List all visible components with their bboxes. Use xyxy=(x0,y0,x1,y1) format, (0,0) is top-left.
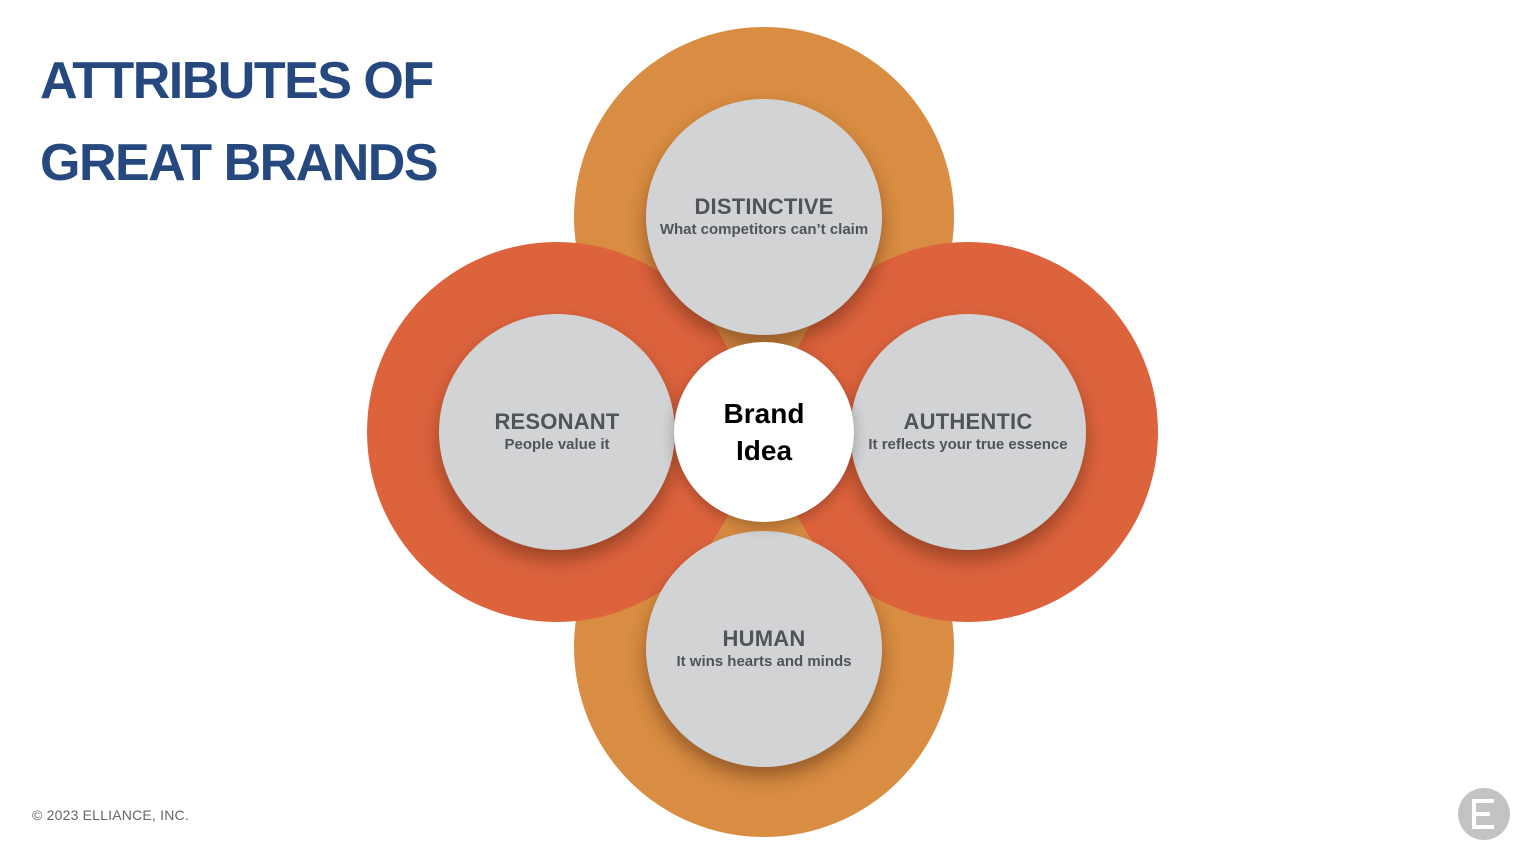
elliance-logo-icon xyxy=(1458,788,1510,840)
title-line-2: GREAT BRANDS xyxy=(40,134,439,192)
brand-idea-center: Brand Idea xyxy=(674,342,854,522)
human-subtitle: It wins hearts and minds xyxy=(676,653,852,670)
resonant-heading: RESONANT xyxy=(494,409,620,434)
title-line-1: ATTRIBUTES OF xyxy=(40,52,434,110)
authentic-heading: AUTHENTIC xyxy=(903,409,1033,434)
resonant-bubble: RESONANT People value it xyxy=(439,314,675,550)
copyright-footer: © 2023 ELLIANCE, INC. xyxy=(32,807,189,823)
center-line-1: Brand xyxy=(723,398,805,429)
authentic-subtitle: It reflects your true essence xyxy=(868,436,1068,453)
authentic-bubble: AUTHENTIC It reflects your true essence xyxy=(850,314,1086,550)
center-line-2: Idea xyxy=(735,435,793,466)
distinctive-subtitle: What competitors can’t claim xyxy=(659,221,869,238)
distinctive-bubble: DISTINCTIVE What competitors can’t claim xyxy=(646,99,882,335)
elliance-e-glyph-icon xyxy=(1472,799,1494,829)
human-heading: HUMAN xyxy=(722,626,806,651)
page-title: ATTRIBUTES OF GREAT BRANDS xyxy=(40,40,439,204)
human-bubble: HUMAN It wins hearts and minds xyxy=(646,531,882,767)
distinctive-heading: DISTINCTIVE xyxy=(694,194,834,219)
resonant-subtitle: People value it xyxy=(504,436,610,453)
